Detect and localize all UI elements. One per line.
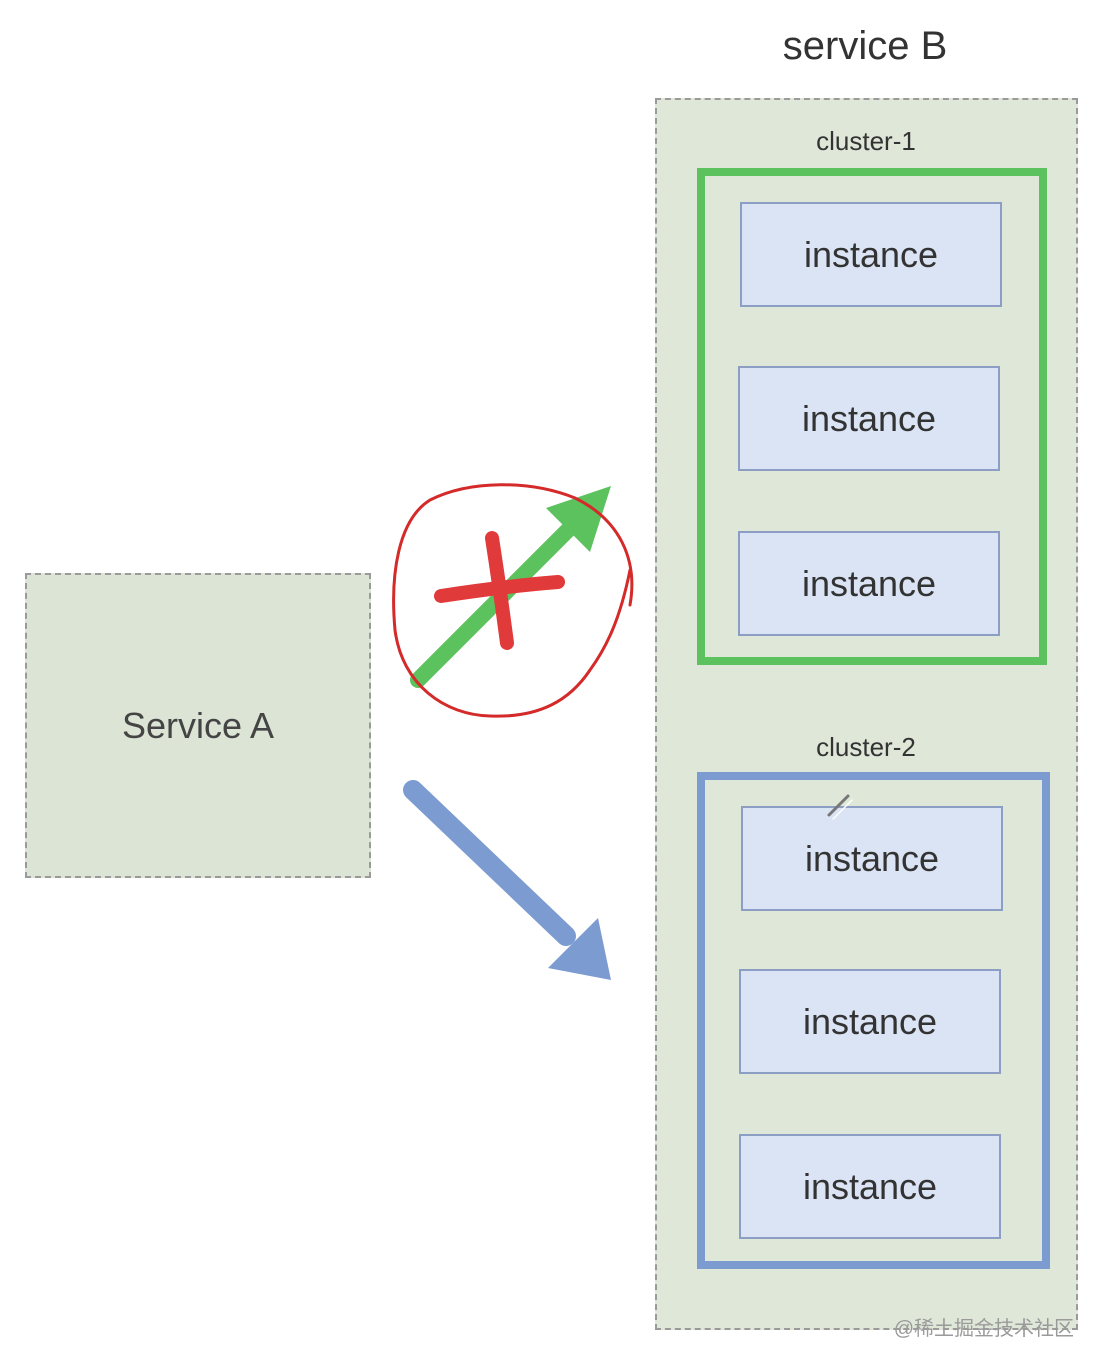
cluster-2-instance-1: instance	[741, 806, 1003, 911]
service-a-box: Service A	[25, 573, 371, 878]
active-arrow	[403, 780, 611, 980]
cluster-2-instance-3: instance	[739, 1134, 1001, 1239]
cluster-1-instance-2: instance	[738, 366, 1000, 471]
watermark: @稀土掘金技术社区	[893, 1318, 1074, 1340]
cluster-1-label: cluster-1	[816, 126, 916, 156]
cluster-1-instance-3: instance	[738, 531, 1000, 636]
cluster-2-box	[697, 772, 1050, 1269]
blocked-arrow	[410, 486, 611, 688]
cluster-1-box	[697, 168, 1047, 665]
cluster-2-label: cluster-2	[816, 732, 916, 762]
service-b-title: service B	[782, 24, 948, 68]
cluster-1-instance-1: instance	[740, 202, 1002, 307]
hand-drawn-circle	[392, 483, 634, 718]
cluster-2-instance-2: instance	[739, 969, 1001, 1074]
service-a-label: Service A	[121, 704, 275, 746]
red-cross-icon	[434, 531, 565, 650]
